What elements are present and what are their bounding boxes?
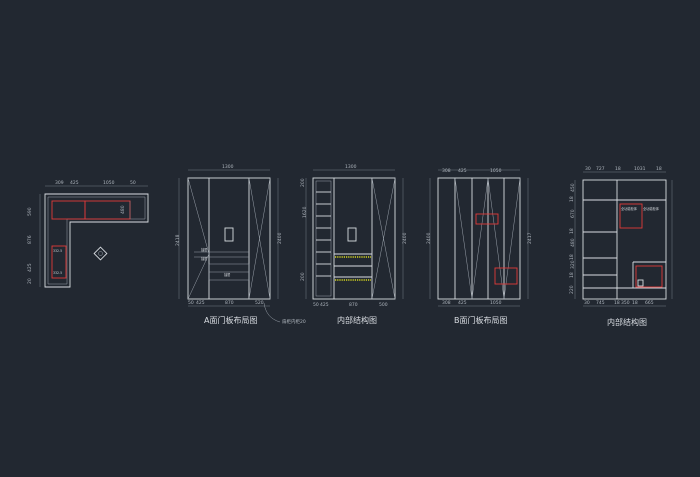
b-interior-left-dim-7: 320: [570, 260, 576, 269]
plan-inner-label-2: 332.5: [53, 271, 62, 275]
a-layout-caption: A面门板布局图: [204, 315, 257, 325]
b-layout-bottom-dim-2: 425: [458, 300, 467, 306]
a-interior-right-dim: 2400: [402, 232, 408, 244]
plan-left-dim-4: 20: [27, 278, 33, 284]
b-layout-bottom-dim-3: 1050: [490, 300, 502, 306]
b-interior-bottom-dim-1: 30: [584, 300, 590, 306]
a-layout-bottom-dim-3: 870: [225, 300, 234, 306]
a-layout-bottom-dim-1: 50: [188, 300, 194, 306]
b-layout-left-dim: 2400: [426, 232, 432, 244]
a-layout-top-dim: 1300: [222, 164, 234, 170]
plan-right-dim: 480: [120, 205, 126, 214]
b-layout-top-dim-3: 1050: [490, 168, 502, 174]
b-interior-left-dim-8: 18: [569, 272, 575, 278]
b-interior-left-dim-4: 18: [569, 228, 575, 234]
b-interior-left-dim-9: 220: [569, 285, 575, 294]
b-interior-left-dim-6: 18: [569, 254, 575, 260]
b-layout-elevation: 308 425 1050 2400 2417 308 425 1050 B面门板…: [426, 168, 533, 325]
b-interior-elevation: 全功能柜体 全功能柜体 30 727 18 1031 18 450 18 670…: [569, 166, 673, 327]
a-layout-note: 扇柜内柜20: [282, 318, 306, 325]
a-interior-left-dim-1: 200: [300, 178, 306, 187]
b-interior-left-dim-2: 18: [569, 196, 575, 202]
a-layout-label-1: 抽屉: [201, 247, 207, 252]
plan-left-dim-2: 876: [27, 235, 33, 244]
a-layout-bottom-dim-4: 520: [255, 300, 264, 306]
b-interior-left-dim-5: 480: [570, 238, 576, 247]
a-interior-bottom-dim-4: 500: [379, 302, 388, 308]
b-interior-bottom-dim-6: 665: [645, 300, 654, 306]
a-interior-bottom-dim-2: 425: [320, 302, 329, 308]
b-layout-bottom-dim-1: 308: [442, 300, 451, 306]
plan-top-dim-1: 309: [55, 180, 64, 186]
b-interior-bottom-dim-4: 350: [621, 300, 630, 306]
north-arrow-icon: [93, 246, 108, 261]
b-interior-caption: 内部结构图: [607, 317, 647, 327]
b-interior-left-dim-3: 670: [570, 209, 576, 218]
b-layout-caption: B面门板布局图: [454, 315, 508, 325]
b-interior-bottom-dim-5: 18: [632, 300, 638, 306]
a-layout-right-dim: 2400: [277, 232, 283, 244]
a-interior-caption: 内部结构图: [337, 315, 377, 325]
plan-top-dim-2: 425: [70, 180, 79, 186]
a-interior-bottom-dim-3: 870: [349, 302, 358, 308]
plan-left-dim-1: 590: [27, 207, 33, 216]
a-layout-label-2: 抽屉: [201, 256, 207, 261]
a-layout-left-dim: 2418: [175, 234, 181, 246]
b-layout-right-dim: 2417: [527, 232, 533, 244]
plan-top-dim-3: 1050: [103, 180, 115, 186]
b-layout-top-dim-2: 425: [458, 168, 467, 174]
a-interior-top-dim: 1300: [345, 164, 357, 170]
b-interior-top-dim-2: 727: [596, 166, 605, 172]
b-interior-top-dim-3: 18: [615, 166, 621, 172]
b-interior-left-dim-1: 450: [570, 183, 576, 192]
b-interior-top-dim-4: 1031: [634, 166, 646, 172]
a-layout-label-3: 抽屉: [224, 272, 230, 277]
plan-inner-label-1: 332.5: [53, 249, 62, 253]
b-interior-bottom-dim-3: 18: [614, 300, 620, 306]
a-layout-elevation: 抽屉 抽屉 抽屉 1300 2418 2400 50 425 870 520 A…: [175, 164, 306, 325]
a-interior-elevation: 1300 200 1620 200 2400 50 425 870 500 内部…: [300, 164, 408, 325]
b-interior-top-dim-5: 18: [656, 166, 662, 172]
plan-top-dim-4: 50: [130, 180, 136, 186]
a-interior-left-dim-2: 1620: [302, 206, 308, 218]
a-interior-bottom-dim-1: 50: [313, 302, 319, 308]
b-interior-label-2: 全功能柜体: [643, 206, 660, 211]
plan-view: 309 425 1050 50 590 876 425 20 480 332.5…: [27, 180, 149, 288]
b-interior-label-1: 全功能柜体: [621, 206, 638, 211]
b-interior-top-dim-1: 30: [585, 166, 591, 172]
a-layout-bottom-dim-2: 425: [196, 300, 205, 306]
plan-left-dim-3: 425: [27, 263, 33, 272]
b-layout-top-dim-1: 308: [442, 168, 451, 174]
a-interior-shelves: [316, 191, 331, 277]
a-interior-left-dim-3: 200: [300, 272, 306, 281]
b-interior-bottom-dim-2: 745: [596, 300, 605, 306]
